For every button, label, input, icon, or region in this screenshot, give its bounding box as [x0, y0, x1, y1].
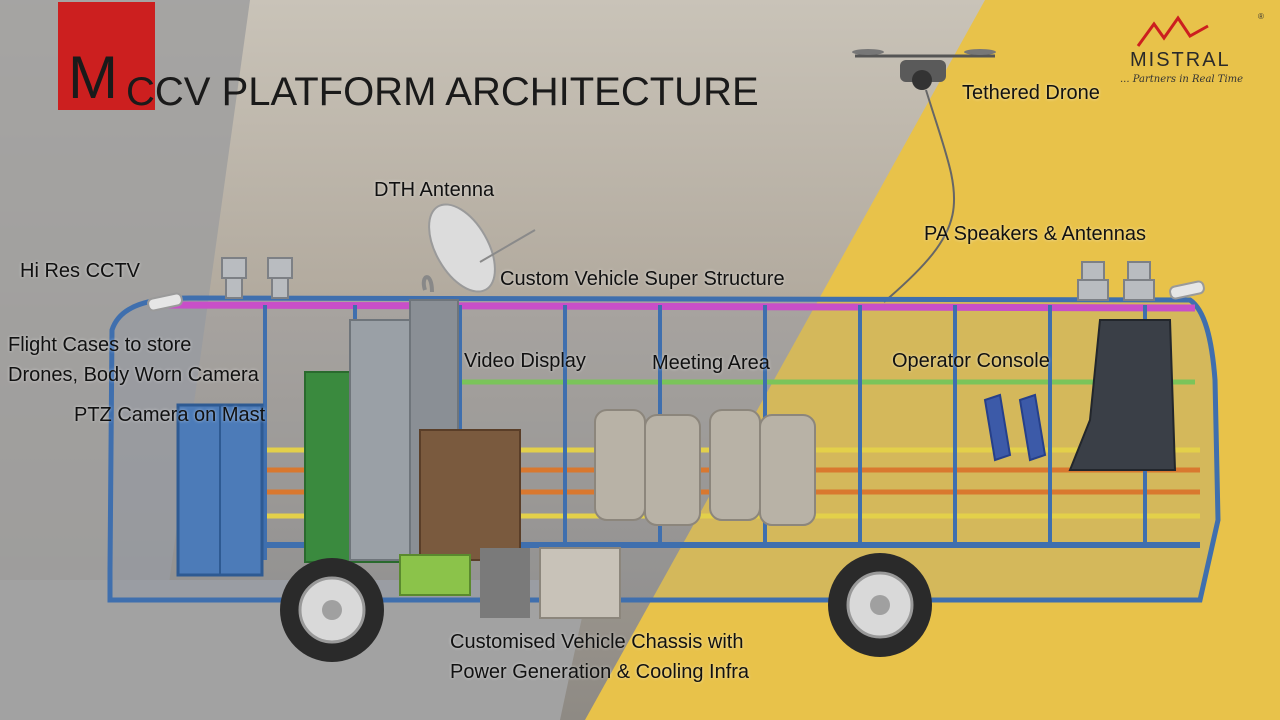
label-hi-res-cctv: Hi Res CCTV: [20, 260, 141, 282]
label-dth-antenna: DTH Antenna: [374, 179, 495, 201]
label-meeting-area: Meeting Area: [652, 352, 770, 374]
dth-antenna-icon: [421, 203, 536, 293]
pa-speaker-icon: [1077, 261, 1155, 301]
logo-wordmark: MISTRAL: [1130, 49, 1231, 71]
front-wheel: [280, 558, 384, 662]
label-operator-console: Operator Console: [892, 350, 1050, 372]
rear-wheel: [828, 553, 932, 657]
title-initial: M: [68, 44, 118, 111]
label-super-structure: Custom Vehicle Super Structure: [500, 268, 785, 290]
tethered-drone-icon: [852, 49, 996, 303]
label-tethered-drone: Tethered Drone: [962, 82, 1100, 104]
label-video-display: Video Display: [464, 350, 586, 372]
logo-tagline: ... Partners in Real Time: [1120, 74, 1244, 85]
title-red-box: [58, 2, 155, 110]
registered-mark: ®: [1258, 12, 1264, 21]
label-ptz-camera: PTZ Camera on Mast: [74, 404, 266, 426]
mistral-logo: ® MISTRAL ... Partners in Real Time: [1112, 12, 1268, 92]
title-text: CCV PLATFORM ARCHITECTURE: [126, 70, 759, 114]
label-pa-speakers: PA Speakers & Antennas: [924, 223, 1147, 245]
mistral-wave-icon: [1136, 15, 1209, 47]
slide-title: M CCV PLATFORM ARCHITECTURE: [58, 2, 759, 114]
cctv-camera-icon: [147, 280, 1205, 312]
label-flight-cases: Flight Cases to store Drones, Body Worn …: [8, 334, 259, 386]
ptz-camera-icon: [221, 257, 293, 299]
label-chassis: Customised Vehicle Chassis with Power Ge…: [450, 631, 750, 683]
